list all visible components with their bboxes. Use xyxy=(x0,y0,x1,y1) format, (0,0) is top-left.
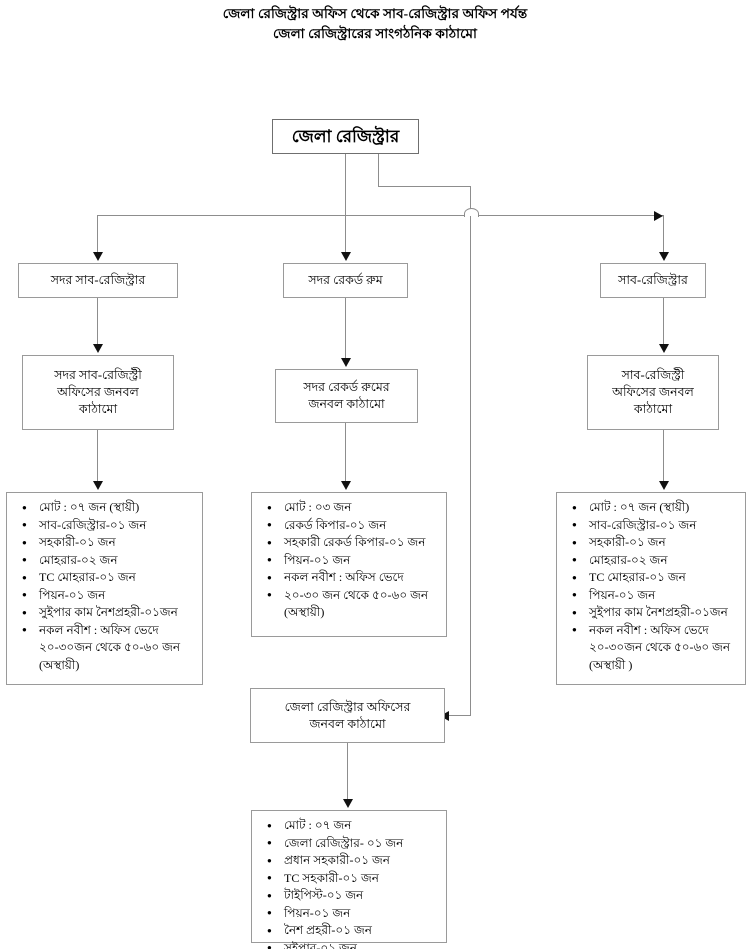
node-sadar-record-room-manpower[interactable]: সদর রেকর্ড রুমের জনবল কাঠামো xyxy=(275,369,418,423)
connector-bottom xyxy=(347,743,348,801)
connector-left-1 xyxy=(97,298,98,346)
list-sub-registry: মোট : ০৭ জন (স্থায়ী) সাব-রেজিস্ট্রার-০১… xyxy=(556,492,746,685)
list-item: নৈশ প্রহরী-০১ জন xyxy=(267,922,442,940)
connector-left-2 xyxy=(97,430,98,483)
connector-middle-2 xyxy=(345,423,346,483)
list-item: মোট : ০৭ জন (স্থায়ী) xyxy=(572,499,741,517)
page-title: জেলা রেজিস্ট্রার অফিস থেকে সাব-রেজিস্ট্র… xyxy=(0,4,750,44)
list-item: নকল নবীশ : অফিস ভেদে ২০-৩০জন থেকে ৫০-৬০ … xyxy=(572,621,741,675)
list-item: সুইপার কাম নৈশপ্রহরী-০১জন xyxy=(572,604,741,622)
connector-bus-to-right xyxy=(663,215,664,254)
list-item: জেলা রেজিস্ট্রার- ০১ জন xyxy=(267,834,442,853)
arrowhead-left-2 xyxy=(93,481,103,490)
node-sub-registrar[interactable]: সাব-রেজিস্ট্রার xyxy=(600,263,706,298)
connector-bus-to-middle xyxy=(345,215,346,254)
list-district-registrar-office-items: মোট : ০৭ জন জেলা রেজিস্ট্রার- ০১ জন প্রধ… xyxy=(256,817,442,949)
node-sadar-record-room-label: সদর রেকর্ড রুম xyxy=(308,273,383,287)
node-sadar-sub-registry-manpower-label: সদর সাব-রেজিস্ট্রী অফিসের জনবল কাঠামো xyxy=(54,368,142,416)
page-title-line-2: জেলা রেজিস্ট্রারের সাংগঠনিক কাঠামো xyxy=(272,26,478,41)
list-item: টাইপিস্ট-০১ জন xyxy=(267,887,442,905)
list-item: সাব-রেজিস্ট্রার-০১ জন xyxy=(22,516,198,535)
arrowhead-left-branch xyxy=(93,252,103,261)
node-sub-registrar-label: সাব-রেজিস্ট্রার xyxy=(618,273,688,287)
list-item: নকল নবীশ : অফিস ভেদে ২০-৩০জন থেকে ৫০-৬০ … xyxy=(22,621,198,675)
list-item: মোহরার-০২ জন xyxy=(572,551,741,570)
connector-root-jog xyxy=(378,186,471,187)
node-sadar-sub-registrar-label: সদর সাব-রেজিস্ট্রার xyxy=(50,273,146,287)
list-item: TC সহকারী-০১ জন xyxy=(267,869,442,888)
list-item: রেকর্ড কিপার-০১ জন xyxy=(267,516,442,535)
connector-root-stem-center xyxy=(345,154,346,216)
connector-root-stem xyxy=(378,154,379,187)
node-sadar-sub-registrar[interactable]: সদর সাব-রেজিস্ট্রার xyxy=(18,263,178,298)
list-item: সহকারী-০১ জন xyxy=(22,534,198,552)
list-item: সুইপার-০১ জন xyxy=(267,939,442,949)
list-sadar-record-room-items: মোট : ০৩ জন রেকর্ড কিপার-০১ জন সহকারী রে… xyxy=(256,499,442,622)
arrowhead-right-1 xyxy=(659,344,669,353)
list-item: TC মোহরার-০১ জন xyxy=(22,569,198,587)
node-sadar-sub-registry-manpower[interactable]: সদর সাব-রেজিস্ট্রী অফিসের জনবল কাঠামো xyxy=(22,355,174,430)
node-sadar-record-room[interactable]: সদর রেকর্ড রুম xyxy=(283,263,408,298)
list-item: সুইপার কাম নৈশপ্রহরী-০১জন xyxy=(22,604,198,622)
page-title-line-1: জেলা রেজিস্ট্রার অফিস থেকে সাব-রেজিস্ট্র… xyxy=(222,6,528,21)
arrowhead-right-2 xyxy=(659,481,669,490)
connector-right-2 xyxy=(663,430,664,483)
arrowhead-right-branch xyxy=(659,252,669,261)
node-district-registrar-office-manpower[interactable]: জেলা রেজিস্ট্রার অফিসের জনবল কাঠামো xyxy=(250,688,445,743)
list-item: মোহরার-০২ জন xyxy=(22,551,198,570)
arrowhead-middle-branch xyxy=(341,252,351,261)
list-item: সহকারী রেকর্ড কিপার-০১ জন xyxy=(267,534,442,552)
arrowhead-middle-2 xyxy=(341,481,351,490)
list-item: পিয়ন-০১ জন xyxy=(267,551,442,570)
node-district-registrar-office-manpower-label: জেলা রেজিস্ট্রার অফিসের জনবল কাঠামো xyxy=(284,699,411,731)
list-item: প্রধান সহকারী-০১ জন xyxy=(267,852,442,870)
connector-line-hop xyxy=(464,208,479,217)
list-item: মোট : ০৩ জন xyxy=(267,499,442,517)
arrowhead-bus-right xyxy=(654,211,663,221)
list-item: TC মোহরার-০১ জন xyxy=(572,569,741,587)
list-sub-registry-items: মোট : ০৭ জন (স্থায়ী) সাব-রেজিস্ট্রার-০১… xyxy=(561,499,741,674)
list-sadar-sub-registry-items: মোট : ০৭ জন (স্থায়ী) সাব-রেজিস্ট্রার-০১… xyxy=(11,499,198,674)
list-item: সহকারী-০১ জন xyxy=(572,534,741,552)
list-sadar-sub-registry: মোট : ০৭ জন (স্থায়ী) সাব-রেজিস্ট্রার-০১… xyxy=(6,492,203,685)
list-district-registrar-office: মোট : ০৭ জন জেলা রেজিস্ট্রার- ০১ জন প্রধ… xyxy=(251,810,447,949)
connector-middle-1 xyxy=(345,298,346,360)
arrowhead-middle-1 xyxy=(341,358,351,367)
node-sub-registry-manpower-label: সাব-রেজিস্ট্রী অফিসের জনবল কাঠামো xyxy=(612,368,694,416)
list-item: পিয়ন-০১ জন xyxy=(22,586,198,605)
connector-center-to-dro xyxy=(449,715,471,716)
list-item: সাব-রেজিস্ট্রার-০১ জন xyxy=(572,516,741,535)
node-district-registrar[interactable]: জেলা রেজিস্ট্রার xyxy=(272,119,419,154)
connector-bus-horizontal xyxy=(97,215,663,216)
list-item: মোট : ০৭ জন (স্থায়ী) xyxy=(22,499,198,517)
list-item: ২০-৩০ জন থেকে ৫০-৬০ জন (অস্থায়ী) xyxy=(267,586,442,622)
list-item: পিয়ন-০১ জন xyxy=(572,586,741,605)
node-sadar-record-room-manpower-label: সদর রেকর্ড রুমের জনবল কাঠামো xyxy=(303,380,390,411)
connector-center-drop-upper xyxy=(470,186,471,212)
connector-bus-to-left xyxy=(97,215,98,254)
list-sadar-record-room: মোট : ০৩ জন রেকর্ড কিপার-০১ জন সহকারী রে… xyxy=(251,492,447,637)
list-item: পিয়ন-০১ জন xyxy=(267,904,442,923)
node-sub-registry-manpower[interactable]: সাব-রেজিস্ট্রী অফিসের জনবল কাঠামো xyxy=(587,355,719,430)
arrowhead-left-1 xyxy=(93,344,103,353)
node-district-registrar-label: জেলা রেজিস্ট্রার xyxy=(291,126,400,146)
arrowhead-bottom xyxy=(343,799,353,808)
list-item: নকল নবীশ : অফিস ভেদে xyxy=(267,569,442,587)
connector-center-drop-lower xyxy=(470,216,471,716)
list-item: মোট : ০৭ জন xyxy=(267,817,442,835)
connector-right-1 xyxy=(663,298,664,346)
